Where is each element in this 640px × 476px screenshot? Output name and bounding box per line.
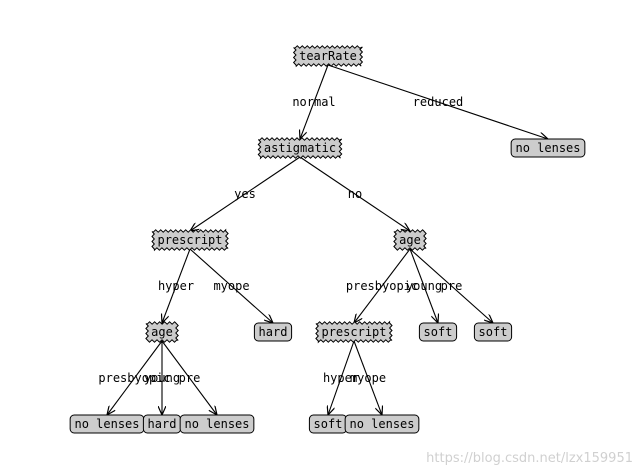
edge-age-left-to-no-lenses-2: pre [161,340,217,415]
decision-node-box [292,45,364,68]
edge-arrow [189,248,273,323]
edge-prescript-left-to-hard-mid: myope [189,248,273,323]
leaf-node-box [473,322,513,342]
decision-node-box [315,320,393,344]
decision-node-prescript-right: prescript [315,320,393,344]
decision-node-age-right: age [393,229,427,251]
edge-tearRate-to-astigmatic: normal [292,64,336,139]
edge-label: myope [350,371,386,385]
leaf-node-box [344,414,420,434]
leaf-node-box [510,138,586,158]
leaf-node-soft-a: soft [418,322,458,342]
node-label: no lenses [74,417,139,431]
edge-label: young [406,279,442,293]
edge-age-right-to-soft-a: young [406,248,442,323]
edge-label: no [348,187,362,201]
leaf-node-box [253,322,293,342]
leaf-node-no-lenses-top: no lenses [510,138,586,158]
decision-node-box [257,137,343,160]
decision-node-age-left: age [145,321,179,343]
node-label: hard [148,417,177,431]
node-label: no lenses [515,141,580,155]
edge-age-left-to-no-lenses-1: presbyopic [98,340,171,415]
edge-arrow [299,156,410,231]
leaf-node-soft-bottom: soft [308,414,348,434]
node-label: astigmatic [264,141,336,155]
node-label: hard [259,325,288,339]
node-label: prescript [321,325,386,339]
leaf-node-box [418,322,458,342]
edge-age-left-to-hard-bottom: young [144,341,180,415]
decision-node-tearRate: tearRate [292,45,364,68]
edge-label: presbyopic [98,371,170,385]
decision-node-box [393,229,427,251]
edge-tearRate-to-no-lenses-top: reduced [327,64,548,139]
edge-label: young [144,371,180,385]
node-label: prescript [157,233,222,247]
edge-prescript-right-to-soft-bottom: hyper [323,340,359,415]
edge-label: normal [292,95,335,109]
node-label: no lenses [349,417,414,431]
edge-label: pre [179,371,201,385]
edge-prescript-right-to-no-lenses-3: myope [350,340,386,415]
watermark-text: https://blog.csdn.net/lzx159951 [426,451,633,466]
edge-label: reduced [413,95,464,109]
edge-arrow [107,340,163,415]
node-label: soft [424,325,453,339]
leaf-node-soft-b: soft [473,322,513,342]
edge-age-right-to-prescript-right: presbyopic [346,248,418,323]
edge-arrow [409,248,438,323]
edge-label: yes [234,187,256,201]
edge-arrow [300,64,329,139]
decision-node-box [145,321,179,343]
edge-prescript-left-to-age-left: hyper [158,248,194,323]
decision-node-astigmatic: astigmatic [257,137,343,160]
leaf-node-no-lenses-1: no lenses [69,414,145,434]
node-label: soft [314,417,343,431]
node-label: age [151,325,173,339]
edge-arrow [327,64,548,139]
node-label: tearRate [299,49,357,63]
decision-node-box [151,228,229,252]
edge-arrow [409,248,493,323]
leaf-node-no-lenses-3: no lenses [344,414,420,434]
edge-arrow [162,248,191,323]
leaf-node-hard-mid: hard [253,322,293,342]
node-label: no lenses [184,417,249,431]
decision-node-prescript-left: prescript [151,228,229,252]
edge-astigmatic-to-prescript-left: yes [190,156,301,231]
edge-label: myope [213,279,249,293]
edge-arrow [190,156,301,231]
edge-arrow [328,340,355,415]
edge-age-right-to-soft-b: pre [409,248,493,323]
leaf-node-box [179,414,255,434]
edge-label: hyper [158,279,194,293]
edge-arrow [353,340,382,415]
node-label: age [399,233,421,247]
edge-label: hyper [323,371,359,385]
edge-label: presbyopic [346,279,418,293]
edge-label: pre [441,279,463,293]
leaf-node-no-lenses-2: no lenses [179,414,255,434]
edge-astigmatic-to-age-right: no [299,156,410,231]
edge-arrow [354,248,411,323]
node-label: soft [479,325,508,339]
edge-arrow [161,340,217,415]
leaf-node-hard-bottom: hard [142,414,182,434]
